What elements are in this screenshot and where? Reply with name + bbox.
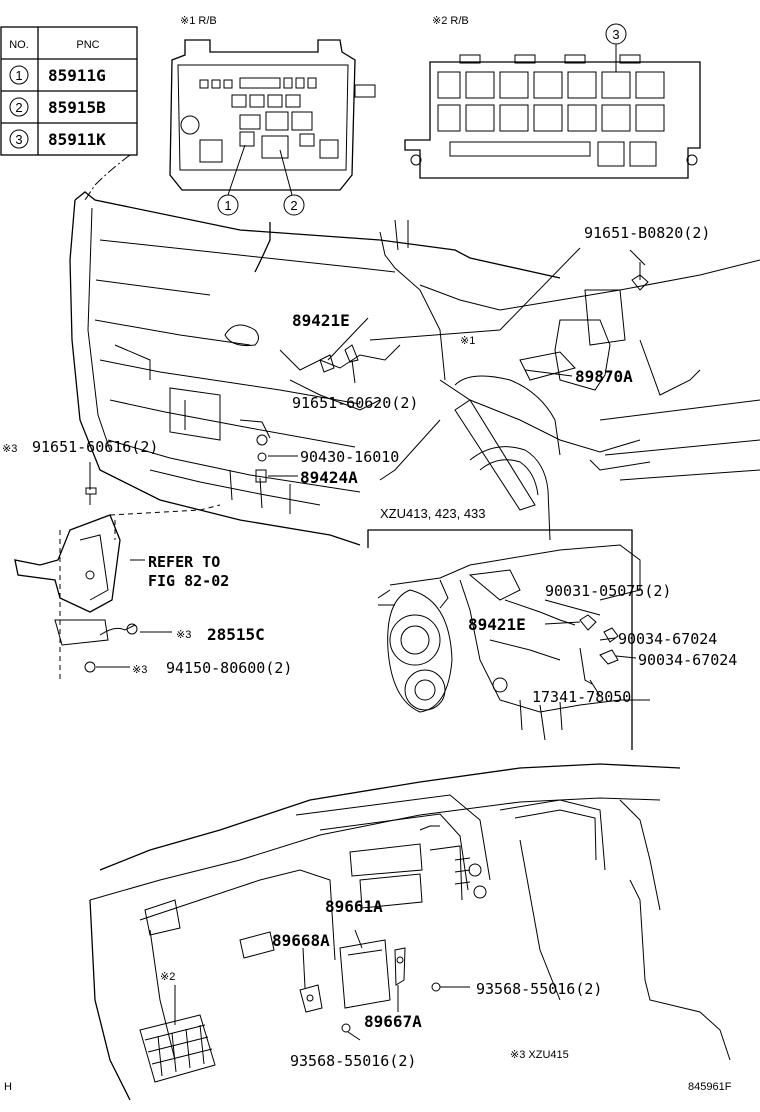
- label-89421e-cab: 89421E: [292, 311, 350, 330]
- pnc-header-no: NO.: [9, 39, 29, 51]
- relay-block-1: ※1 R/B 1 2: [169, 15, 376, 273]
- label-star1-cab: ※1: [460, 335, 475, 347]
- pnc-row-2-code: 85915B: [48, 98, 106, 117]
- pnc-row-3-code: 85911K: [48, 130, 106, 149]
- relay-block-2: ※2 R/B 3: [404, 15, 701, 179]
- label-93568-55016-bottom: 93568-55016(2): [290, 1052, 416, 1070]
- label-91651-b0820: 91651-B0820(2): [584, 224, 710, 242]
- label-93568-55016-right: 93568-55016(2): [476, 980, 602, 998]
- pnc-row-1-code: 85911G: [48, 66, 106, 85]
- label-91651-60620: 91651-60620(2): [292, 394, 418, 412]
- label-91651-60616: 91651-60616(2): [32, 438, 158, 456]
- rb1-callout-1: 1: [224, 198, 231, 213]
- label-90034-67024-b: 90034-67024: [638, 651, 737, 669]
- pnc-table: NO. PNC 1 85911G 2 85915B 3 85911K: [0, 26, 138, 156]
- mark3-91651-60616: ※3: [2, 443, 17, 455]
- label-28515c: 28515C: [207, 625, 265, 644]
- models-label: XZU413, 423, 433: [380, 506, 486, 521]
- mark3-28515c: ※3: [176, 629, 191, 641]
- pnc-header-pnc: PNC: [76, 39, 99, 51]
- left-bracket-assembly: [14, 462, 221, 680]
- label-90430-16010: 90430-16010: [300, 448, 399, 466]
- rb1-callout-2: 2: [290, 198, 297, 213]
- label-89667a: 89667A: [364, 1012, 422, 1031]
- rb2-label: ※2 R/B: [432, 15, 469, 27]
- refer-text-line2: FIG 82-02: [148, 572, 229, 590]
- cab-leaders: [268, 247, 646, 481]
- corner-letter: H: [4, 1081, 12, 1093]
- rb1-label: ※1 R/B: [180, 15, 217, 27]
- pnc-row-2-no: 2: [15, 100, 22, 115]
- pnc-row-1-no: 1: [15, 68, 22, 83]
- label-90031-05075: 90031-05075(2): [545, 582, 671, 600]
- label-89421e-engine: 89421E: [468, 615, 526, 634]
- pnc-row-3-no: 3: [15, 132, 22, 147]
- label-90034-67024-a: 90034-67024: [618, 630, 717, 648]
- label-89870a: 89870A: [575, 367, 633, 386]
- engine-section: [367, 529, 650, 750]
- dashboard-drawing: [89, 763, 731, 1101]
- footnote-xzu415: ※3 XZU415: [510, 1049, 569, 1061]
- figure-code: 845961F: [688, 1081, 732, 1093]
- truck-cab-drawing: [69, 191, 760, 546]
- label-89424a: 89424A: [300, 468, 358, 487]
- mark3-94150: ※3: [132, 664, 147, 676]
- label-17341-78050: 17341-78050: [532, 688, 631, 706]
- rb2-callout-3: 3: [612, 27, 619, 42]
- refer-text-line1: REFER TO: [148, 553, 220, 571]
- label-89668a: 89668A: [272, 931, 330, 950]
- label-star2-dash: ※2: [160, 971, 175, 983]
- label-94150-80600: 94150-80600(2): [166, 659, 292, 677]
- label-89661a: 89661A: [325, 897, 383, 916]
